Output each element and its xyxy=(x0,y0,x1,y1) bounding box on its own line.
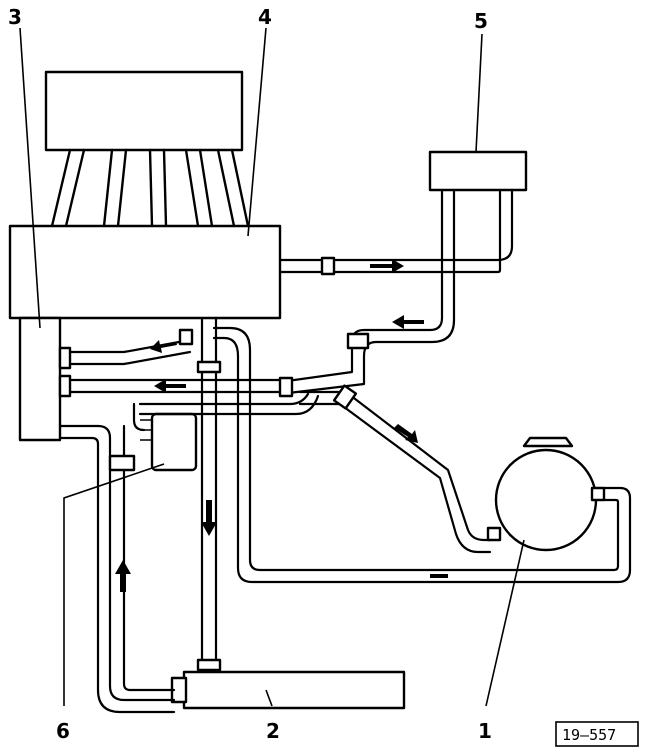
figure-reference-box: 19–557 xyxy=(555,721,639,747)
expansion-overflow-hose xyxy=(212,326,632,584)
flow-arrow-left-bypass xyxy=(150,340,177,353)
radiator xyxy=(170,670,406,710)
label-5: 5 xyxy=(474,9,488,33)
heater-core xyxy=(428,150,528,192)
flow-arrow-down xyxy=(201,500,217,536)
valve-connector-hose xyxy=(132,402,146,432)
label-1: 1 xyxy=(478,719,492,743)
flow-arrow-right xyxy=(370,259,404,273)
radiator-return-hose xyxy=(58,424,176,714)
expansion-tank xyxy=(486,436,606,552)
label-2: 2 xyxy=(266,719,280,743)
flow-arrow-left-middle xyxy=(154,379,186,393)
expansion-tank-hose xyxy=(298,384,492,554)
bypass-hoses xyxy=(58,328,320,416)
heater-return-hose xyxy=(278,188,456,396)
engine-cylinder-head xyxy=(8,224,282,320)
leader-lines xyxy=(19,27,525,707)
air-filter-housing xyxy=(44,70,244,152)
label-3: 3 xyxy=(8,5,22,29)
figure-reference: 19–557 xyxy=(562,726,616,744)
flow-arrow-diagonal xyxy=(394,424,418,443)
flow-arrow-bottom xyxy=(430,574,448,578)
flow-arrow-up xyxy=(115,560,131,592)
flow-arrow-left-upper xyxy=(392,315,424,329)
engine-side-cover xyxy=(18,316,62,442)
label-4: 4 xyxy=(258,5,272,29)
heater-feed-hose xyxy=(278,188,514,276)
label-6: 6 xyxy=(56,719,70,743)
intake-manifold-runners xyxy=(50,148,250,228)
heater-valve xyxy=(140,412,198,472)
radiator-feed-hose xyxy=(196,316,222,674)
